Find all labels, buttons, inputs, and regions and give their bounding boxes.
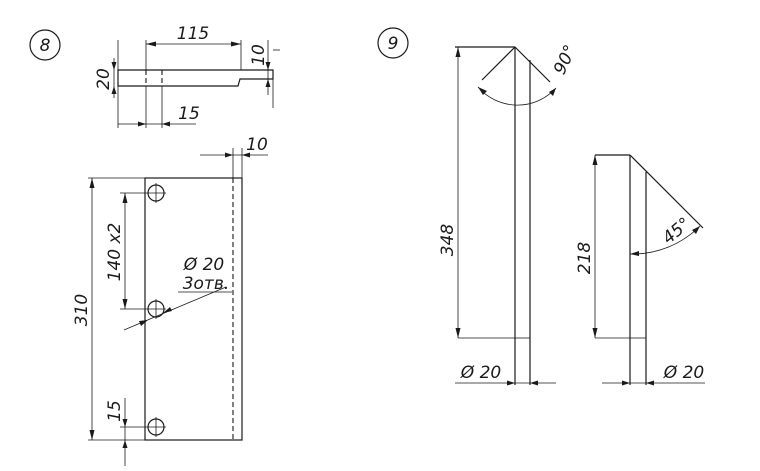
figure-8: 8 115 10 — [29, 24, 280, 466]
figure-9: 9 90° 348 Ø 20 — [377, 27, 705, 386]
dim-hole-diameter: Ø 20 — [183, 255, 224, 275]
dim-angle-45: 45° — [659, 214, 695, 249]
dim-hole-spacing: 140 x2 — [105, 223, 125, 282]
figure-9-long-rod: 90° 348 Ø 20 — [438, 42, 581, 386]
figure-9-short-rod: 45° 218 Ø 20 — [575, 154, 705, 386]
dim-diameter-short: Ø 20 — [663, 363, 704, 383]
dim-hole-count: 3отв. — [183, 274, 230, 294]
dim-length-115: 115 — [177, 24, 209, 44]
figure-9-number-circle — [377, 27, 409, 59]
dim-diameter-long: Ø 20 — [460, 363, 501, 383]
dim-tab-side-10: 10 — [246, 135, 268, 155]
dim-hole-offset-bottom-15: 15 — [105, 400, 125, 422]
dim-length-218: 218 — [575, 242, 595, 275]
dim-total-length-310: 310 — [72, 294, 92, 326]
dim-hole-offset-15: 15 — [178, 104, 200, 124]
dim-tab-thickness-10: 10 — [249, 44, 269, 66]
dim-length-348: 348 — [438, 224, 458, 257]
figure-8-number: 8 — [40, 36, 51, 56]
figure-8-number-circle — [29, 29, 61, 61]
figure-8-front-view: 10 310 140 x2 Ø 20 3отв. — [72, 135, 268, 466]
dim-height-20: 20 — [94, 68, 114, 90]
figure-9-number: 9 — [388, 34, 399, 54]
dim-angle-90: 90° — [550, 42, 581, 78]
figure-8-top-view: 115 10 20 15 — [94, 24, 280, 128]
